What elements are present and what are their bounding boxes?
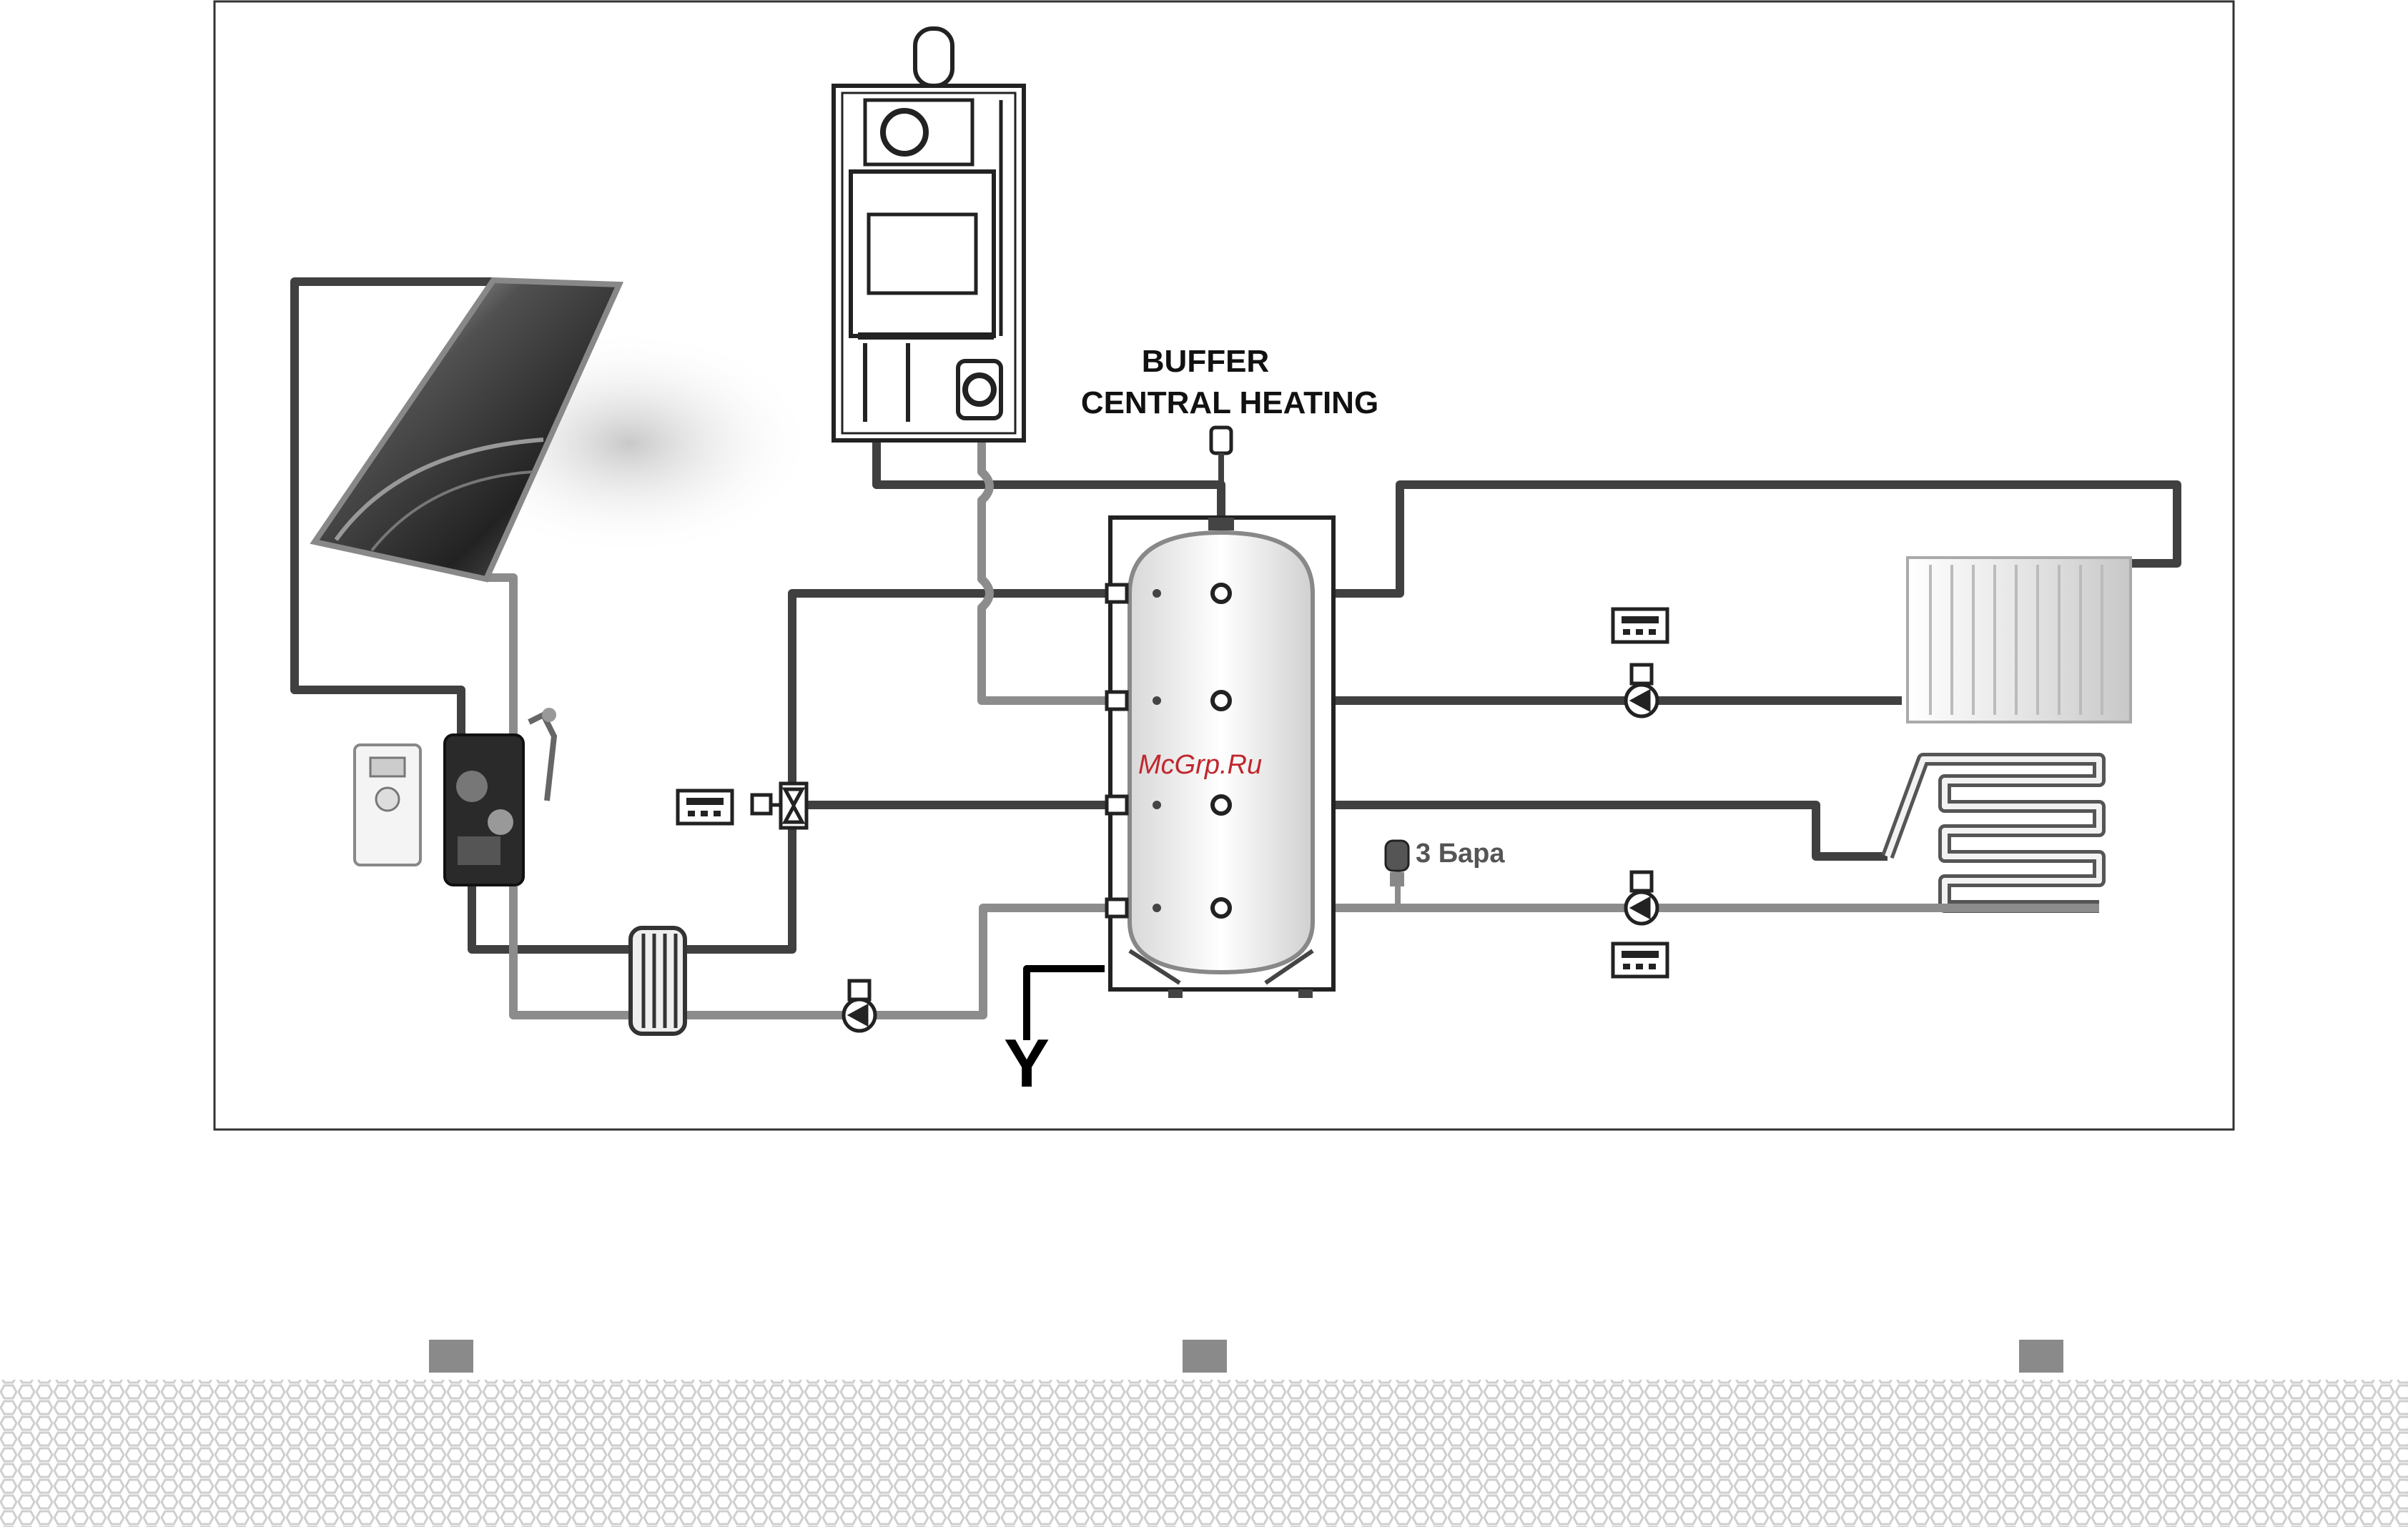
air-vent-icon bbox=[1211, 428, 1231, 485]
footer-squares bbox=[429, 1340, 2063, 1373]
circulation-pump-icon bbox=[844, 981, 875, 1031]
footer-square bbox=[2019, 1340, 2063, 1373]
boiler-to-tank-second bbox=[982, 438, 1108, 701]
circulation-pump-icon bbox=[1626, 665, 1657, 716]
exchanger-to-tank-upper bbox=[685, 593, 1108, 949]
footer-square bbox=[429, 1340, 473, 1373]
thermostat-controller-icon bbox=[1613, 609, 1667, 642]
diagram-heading-line1: BUFFER bbox=[1142, 344, 1269, 379]
circulation-pump-icon bbox=[1626, 872, 1657, 924]
thermostat-controller-icon bbox=[678, 791, 732, 824]
drain-symbol: Y bbox=[1004, 1025, 1050, 1102]
solar-pipe-flow bbox=[486, 578, 513, 751]
station-to-exchanger-dark bbox=[472, 886, 629, 949]
expansion-valve-icon bbox=[1386, 841, 1408, 886]
hex-pattern-band bbox=[0, 1380, 2408, 1527]
footer-square bbox=[1183, 1340, 1227, 1373]
plate-heat-exchanger-icon bbox=[631, 928, 685, 1034]
exchanger-to-tank-lower bbox=[685, 908, 1108, 1015]
three-way-valve-icon bbox=[752, 784, 806, 828]
pressure-label: 3 Бара bbox=[1416, 839, 1505, 869]
thermostat-controller-icon bbox=[1613, 944, 1667, 977]
solar-pump-station-icon bbox=[445, 708, 556, 885]
boiler-to-tank-top bbox=[877, 438, 1221, 522]
diagram-heading-line2: CENTRAL HEATING bbox=[1081, 385, 1378, 420]
gas-boiler-icon bbox=[834, 29, 1024, 440]
radiator-icon bbox=[1908, 558, 2131, 722]
solar-collector-icon bbox=[315, 280, 815, 579]
floor-heating-coil-icon bbox=[1816, 759, 2099, 908]
solar-controller-icon bbox=[355, 745, 420, 865]
watermark-text: McGrp.Ru bbox=[1138, 750, 1262, 780]
